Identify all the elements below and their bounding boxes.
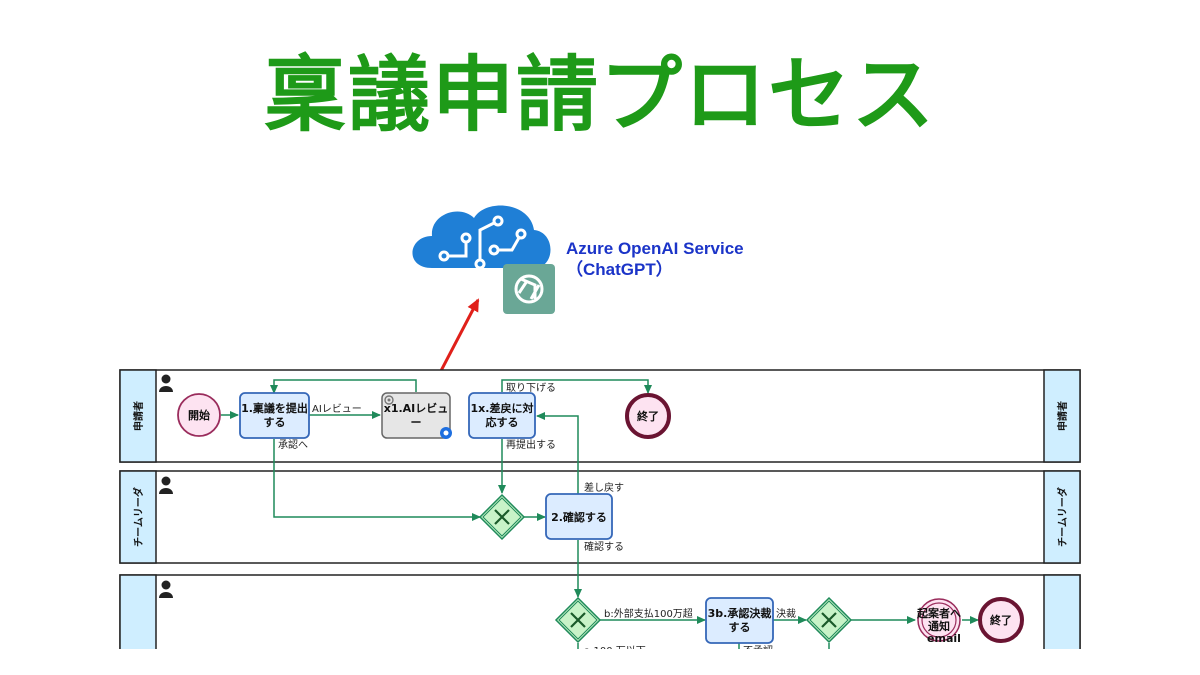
task-approve[interactable]: 3b.承認決裁 する (705, 597, 774, 644)
svg-text:2.確認する: 2.確認する (551, 510, 607, 524)
task-respond[interactable]: 1x.差戻に対 応する (468, 392, 536, 439)
svg-text:x1.AIレビュ: x1.AIレビュ (384, 401, 449, 415)
openai-logo-icon (503, 264, 555, 314)
notify-event[interactable]: 起案者へ 通知 email (916, 598, 961, 645)
task-submit[interactable]: 1.稟議を提出 する (239, 392, 310, 439)
gateway-merge[interactable] (478, 493, 526, 541)
ai-service-sub: （ChatGPT） (566, 260, 673, 279)
page-title: 稟議申請プロセス (263, 47, 936, 143)
lane-label-left: 申請者 (132, 401, 145, 431)
notify-line1: 起案者へ (916, 606, 961, 620)
svg-text:する: する (264, 416, 286, 429)
svg-text:開始: 開始 (188, 408, 210, 422)
end-event-bottom[interactable]: 終了 (978, 597, 1024, 643)
gear-icon (384, 395, 394, 405)
gateway-amount[interactable] (554, 596, 602, 644)
start-event[interactable]: 開始 (177, 393, 221, 437)
lane-label-right: 申請者 (1056, 401, 1069, 431)
edge-label-confirm: 確認する (584, 540, 624, 553)
edge-label-send-back: 差し戻す (584, 481, 624, 494)
edge-label-decision: 決裁 (776, 607, 796, 620)
ai-service-name: Azure OpenAI Service (566, 239, 744, 258)
person-icon (159, 476, 173, 494)
svg-text:3b.承認決裁: 3b.承認決裁 (708, 606, 772, 620)
edge-label-external: b:外部支払100万超 (604, 607, 693, 620)
lane-label-left: チームリーダ (132, 487, 145, 547)
person-icon (159, 374, 173, 392)
service-indicator-icon (440, 427, 452, 439)
edge-label-to-approval: 承認へ (278, 438, 308, 451)
svg-text:する: する (729, 621, 751, 634)
svg-text:終了: 終了 (990, 613, 1012, 627)
lane-label-right: チームリーダ (1056, 487, 1069, 547)
svg-text:ー: ー (411, 416, 422, 429)
azure-cognitive-cloud-icon (412, 205, 551, 270)
gateway-decision[interactable] (805, 596, 853, 644)
svg-text:終了: 終了 (637, 409, 659, 423)
task-ai-review[interactable]: x1.AIレビュ ー (381, 392, 452, 439)
person-icon (159, 580, 173, 598)
svg-text:1x.差戻に対: 1x.差戻に対 (471, 401, 534, 415)
end-event-top[interactable]: 終了 (625, 393, 671, 439)
notify-line2: 通知 (928, 619, 950, 633)
edge-label-resubmit: 再提出する (506, 438, 556, 451)
svg-text:応する: 応する (486, 415, 519, 429)
bottom-crop (0, 649, 1200, 675)
edge-label-ai-review: AIレビュー (312, 403, 362, 415)
svg-text:1.稟議を提出: 1.稟議を提出 (241, 401, 308, 415)
edge-label-withdraw: 取り下げる (506, 382, 556, 394)
ai-service-label: Azure OpenAI Service （ChatGPT） (566, 238, 744, 280)
task-confirm[interactable]: 2.確認する (545, 493, 613, 540)
notify-sub: email (927, 632, 961, 645)
